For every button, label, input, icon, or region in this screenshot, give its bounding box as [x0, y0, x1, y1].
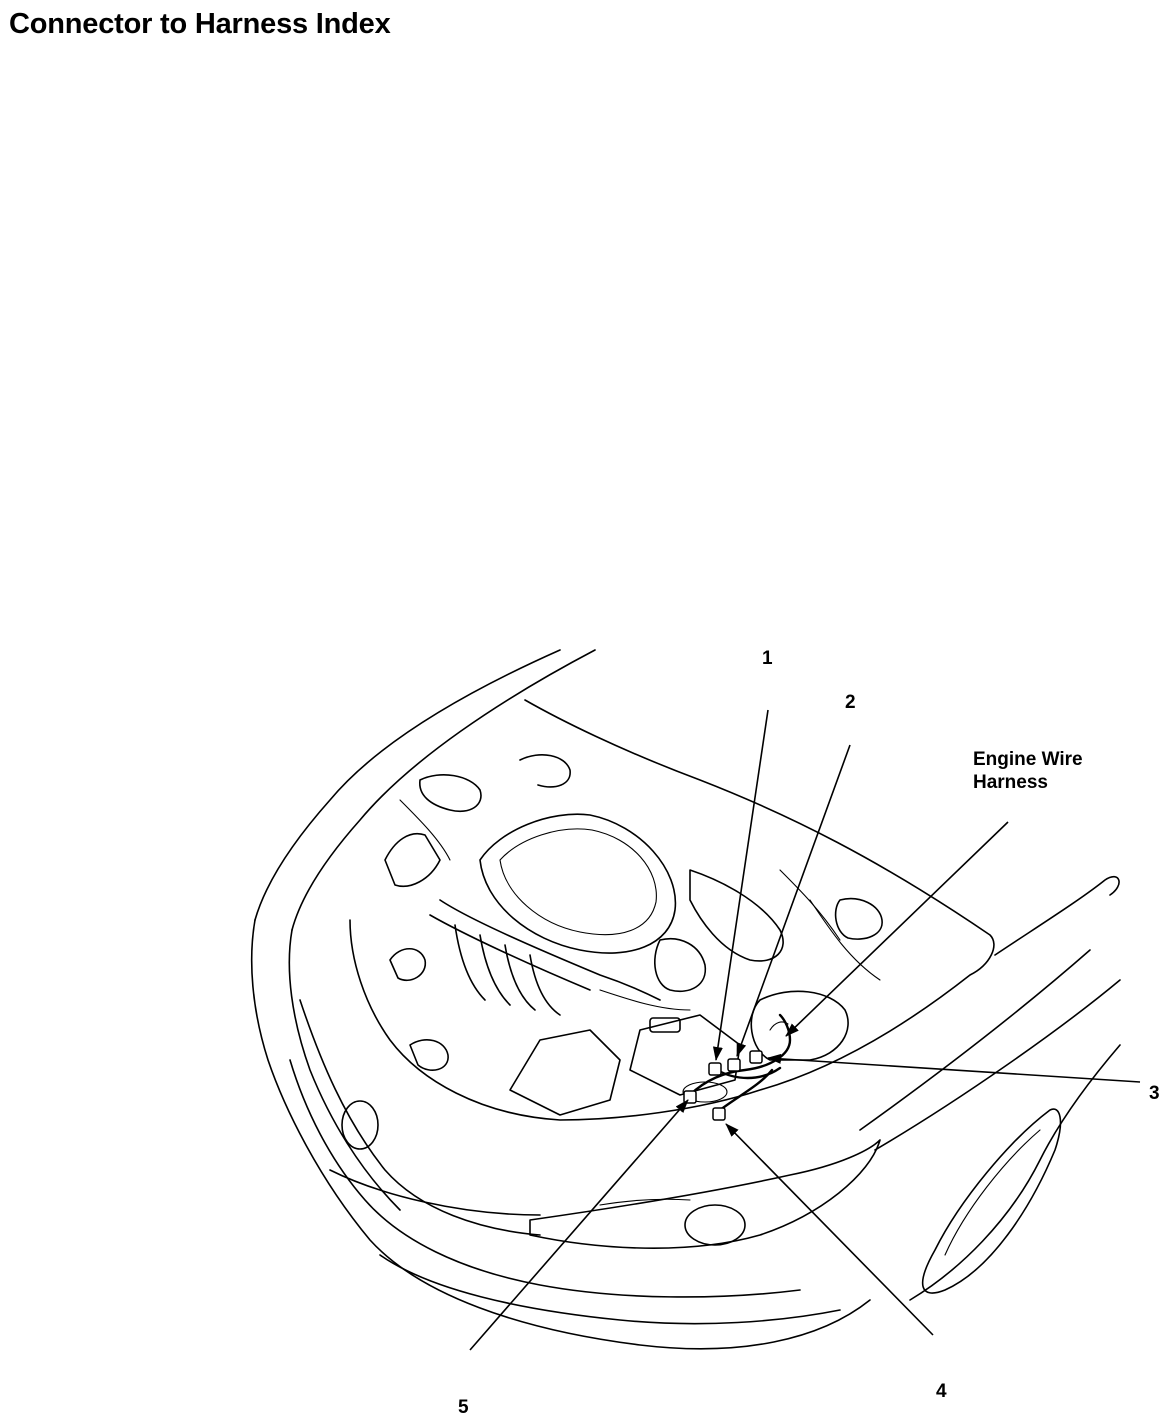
- callout-1: 1: [762, 648, 773, 669]
- connector-5: [683, 1090, 697, 1104]
- car-body-outline: [250, 649, 1121, 1350]
- leader-line-1: [712, 709, 769, 1061]
- connector-2: [727, 1058, 741, 1072]
- connector-4: [712, 1107, 726, 1121]
- harness-label-line1: Engine Wire: [973, 749, 1083, 770]
- callout-5: 5: [458, 1397, 469, 1418]
- callout-2: 2: [845, 692, 856, 713]
- connector-3: [749, 1050, 763, 1064]
- leader-lines: [469, 709, 1141, 1351]
- page-title: Connector to Harness Index: [9, 8, 391, 40]
- engine-wire-harness: [682, 1013, 792, 1112]
- callout-4: 4: [936, 1381, 947, 1402]
- callout-3: 3: [1149, 1083, 1160, 1104]
- leader-line-4: [725, 1123, 934, 1336]
- leader-line-2: [736, 744, 851, 1057]
- callout-labels: 1 2 3 4 5 Engine Wire Harness: [458, 648, 1160, 1418]
- harness-label-line2: Harness: [973, 772, 1048, 793]
- leader-line-5: [469, 1099, 689, 1351]
- connector-icon: [708, 1062, 722, 1076]
- connector-icon: [749, 1050, 763, 1064]
- leader-line-harness: [785, 821, 1009, 1037]
- connector-icon: [727, 1058, 741, 1072]
- connector-1: [708, 1062, 722, 1076]
- connector-icon: [712, 1107, 726, 1121]
- leader-line-3: [767, 1053, 1141, 1083]
- engine-bay: [349, 699, 995, 1121]
- connector-icon: [683, 1090, 697, 1104]
